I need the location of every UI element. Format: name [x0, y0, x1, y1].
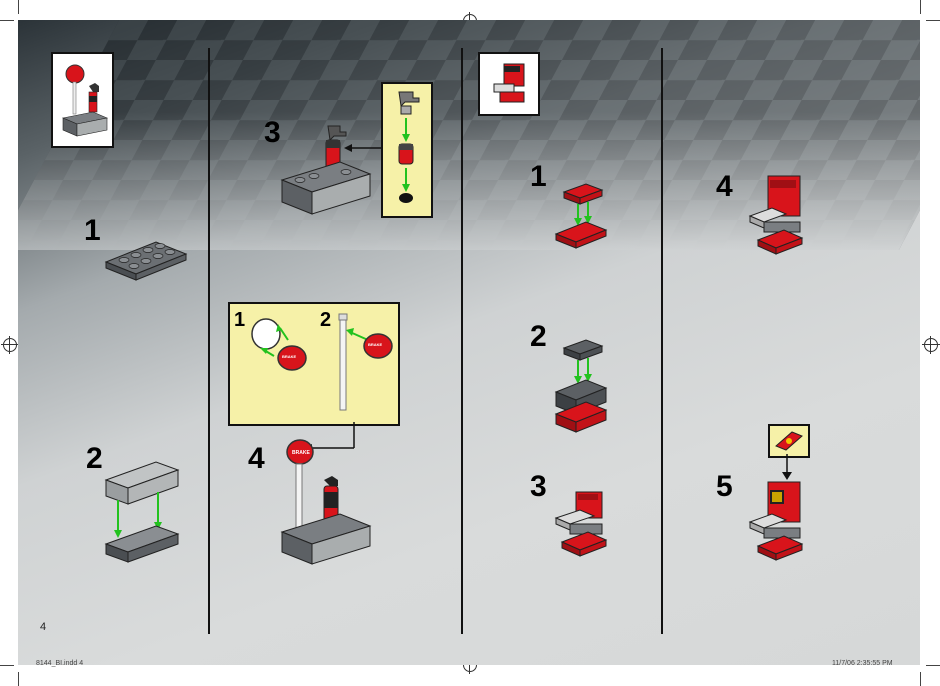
seat-assembly-step3 — [554, 491, 608, 557]
crop-mark — [926, 665, 940, 666]
crop-mark — [920, 0, 921, 14]
step-number: 5 — [716, 470, 733, 503]
step-number: 4 — [716, 170, 733, 203]
light-gray-brick-assembly — [104, 461, 180, 563]
crop-mark — [0, 665, 14, 666]
crop-mark — [0, 20, 14, 21]
crop-mark — [18, 0, 19, 14]
registration-mark-icon — [1, 336, 19, 354]
callout-step-number: 2 — [320, 309, 332, 331]
decorated-tile-icon — [775, 431, 803, 451]
registration-mark-icon — [922, 336, 940, 354]
red-plates-assembly — [554, 183, 608, 249]
step-number: 3 — [264, 116, 281, 149]
brake-sign-thumbnail-icon — [61, 64, 109, 137]
sign-text: BRAKE — [292, 450, 310, 456]
extinguisher-parts-icon — [398, 91, 420, 203]
subassembly-thumbnail-seat — [478, 52, 540, 116]
fire-extinguisher-on-base — [280, 125, 398, 215]
step-number: 3 — [530, 470, 547, 503]
column-divider — [461, 48, 463, 634]
sign-text-small: BRAKE — [368, 342, 383, 347]
red-seat-thumbnail-icon — [493, 63, 525, 103]
callout-step-number: 1 — [234, 309, 246, 331]
step-number: 2 — [86, 442, 103, 475]
print-timestamp: 11/7/06 2:35:55 PM — [832, 660, 893, 667]
seat-assembly-step5 — [748, 481, 804, 561]
step-number: 1 — [530, 160, 547, 193]
sign-text-small: BRAKE — [282, 354, 297, 359]
subassembly-thumbnail-sign — [51, 52, 114, 148]
instruction-page: 1 2 4 3 — [18, 20, 920, 665]
brake-sign-with-extinguisher — [280, 439, 372, 565]
seat-assembly-step4 — [748, 175, 804, 255]
column-divider — [208, 48, 210, 634]
crop-mark — [926, 20, 940, 21]
brake-sign-parts-icon — [251, 313, 393, 411]
step-number: 2 — [530, 320, 547, 353]
crop-mark — [18, 672, 19, 686]
crop-mark — [920, 672, 921, 686]
page-number: 4 — [40, 621, 47, 633]
dark-gray-plate-brick — [104, 241, 188, 281]
column-divider — [661, 48, 663, 634]
callout-down-arrow — [782, 454, 792, 480]
sign-callout: 1 2 BRAKE BRAKE — [228, 302, 400, 426]
step-number: 1 — [84, 214, 101, 247]
subassembly-callout — [381, 82, 433, 218]
file-slug: 8144_BI.indd 4 — [36, 660, 84, 667]
tile-callout — [768, 424, 810, 458]
step-number: 4 — [248, 442, 265, 475]
gray-red-stack-assembly — [554, 339, 608, 433]
